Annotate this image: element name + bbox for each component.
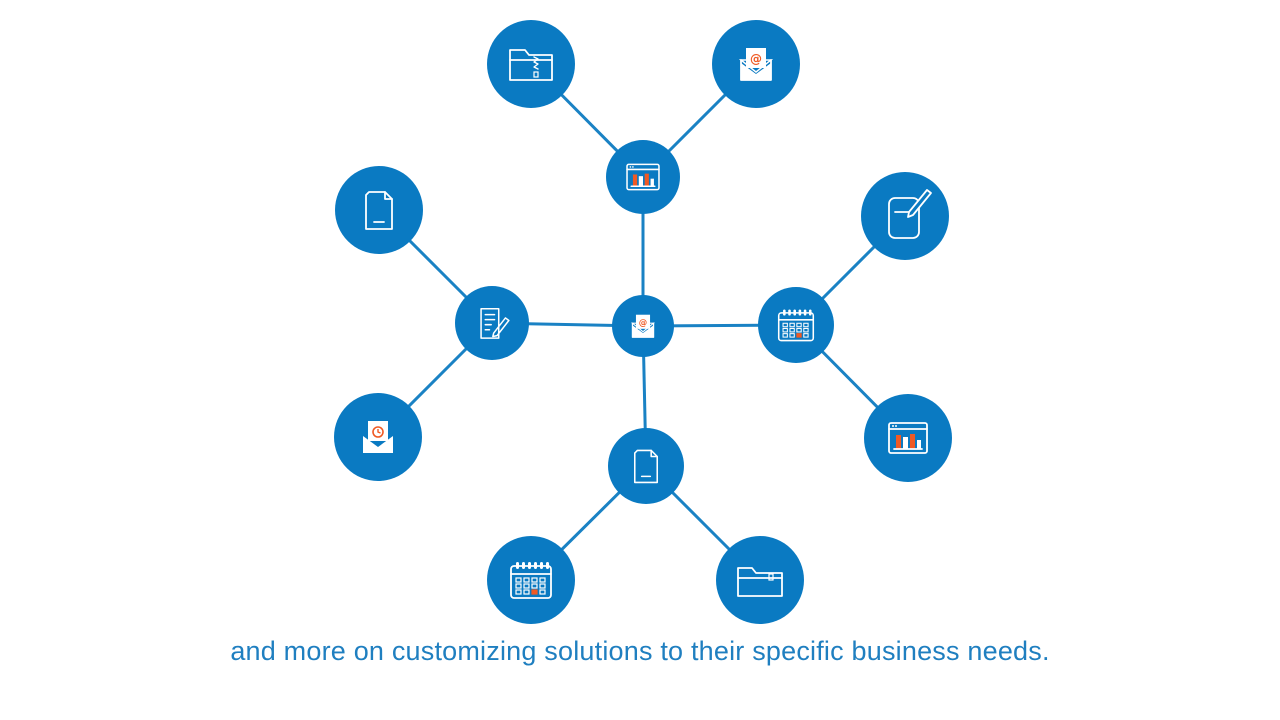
calendar-icon xyxy=(510,562,552,599)
node-top xyxy=(606,140,680,214)
calendar-icon xyxy=(777,309,815,342)
node-circle xyxy=(455,286,529,360)
svg-text:@: @ xyxy=(639,317,647,327)
node-bottom xyxy=(608,428,684,504)
node-circle xyxy=(487,20,575,108)
node-circle xyxy=(758,287,834,363)
node-hub: @ xyxy=(612,295,674,357)
email-icon: @ xyxy=(630,314,656,338)
email-icon: @ xyxy=(738,48,774,81)
node-left-top xyxy=(335,166,423,254)
caption-text: and more on customizing solutions to the… xyxy=(230,636,1050,666)
diagram-nodes: @@ xyxy=(334,20,952,624)
node-bottom-left xyxy=(487,536,575,624)
svg-text:@: @ xyxy=(750,52,762,66)
edit-document-icon xyxy=(480,307,510,339)
node-circle xyxy=(487,536,575,624)
tablet-pen-icon xyxy=(888,189,932,239)
bar-chart-window-icon xyxy=(626,163,660,191)
node-top-left xyxy=(487,20,575,108)
email-clock-icon xyxy=(363,421,393,453)
node-top-right: @ xyxy=(712,20,800,108)
node-bottom-right xyxy=(716,536,804,624)
document-icon xyxy=(633,449,659,484)
document-icon xyxy=(365,191,393,230)
node-right xyxy=(758,287,834,363)
node-left-bottom xyxy=(334,393,422,481)
folder-icon xyxy=(737,567,783,597)
node-circle xyxy=(716,536,804,624)
zip-folder-icon xyxy=(509,49,553,81)
node-right-top xyxy=(861,172,949,260)
node-circle xyxy=(335,166,423,254)
node-circle xyxy=(608,428,684,504)
node-right-bottom xyxy=(864,394,952,482)
node-circle xyxy=(861,172,949,260)
node-left xyxy=(455,286,529,360)
bar-chart-window-icon xyxy=(888,422,928,454)
